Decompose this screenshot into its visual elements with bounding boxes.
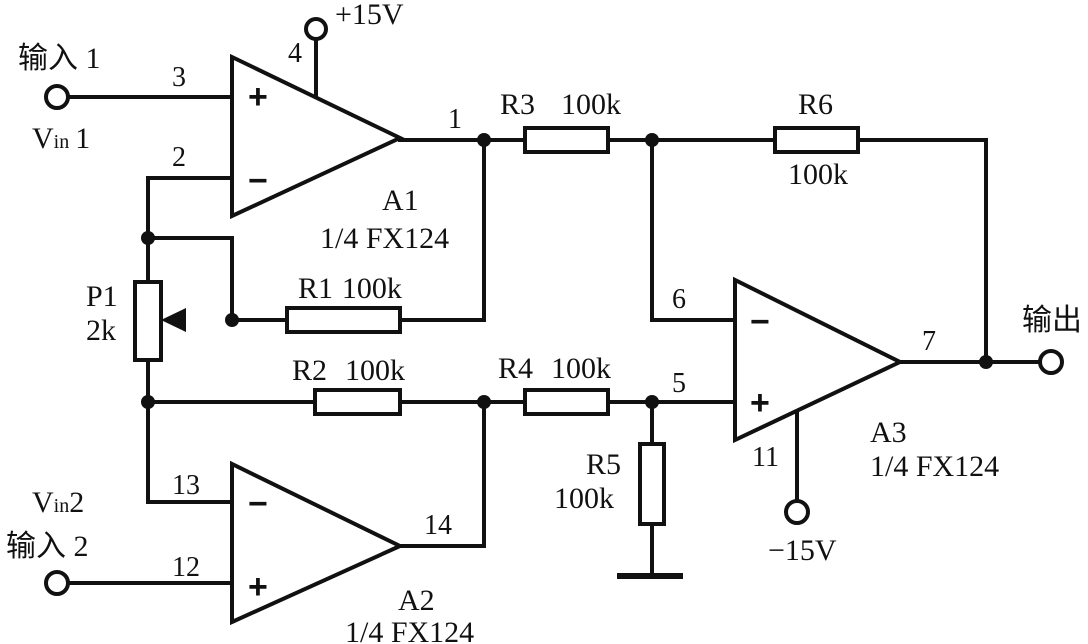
pin-6: 6: [672, 284, 686, 315]
a1-minus-sign: −: [248, 162, 268, 200]
a3-part: 1/4 FX124: [870, 450, 999, 483]
input1-label: 输入 1: [18, 42, 101, 75]
a1-name: A1: [382, 184, 419, 217]
a2-name: A2: [398, 584, 435, 617]
wire-pot-top-link: [146, 236, 234, 322]
input2-label: 输入 2: [6, 530, 89, 563]
p1-name: P1: [86, 280, 118, 313]
wire-r6-to-out: [856, 138, 988, 364]
terminal-output: [1038, 349, 1064, 375]
pot-wiper-arrow: [161, 308, 186, 332]
resistor-r4: [523, 388, 610, 416]
junction-a1-out: [477, 133, 491, 147]
a3-minus-sign: −: [750, 303, 770, 341]
junctions: [141, 133, 993, 409]
r1-name: R1: [298, 272, 332, 305]
resistor-r6: [773, 126, 860, 154]
a3-plus-sign: +: [750, 384, 770, 422]
a2-part: 1/4 FX124: [345, 616, 474, 644]
pin-3: 3: [172, 62, 186, 93]
vin1-main: V: [32, 122, 54, 155]
resistor-r3: [523, 126, 610, 154]
resistor-r2: [313, 388, 402, 416]
a3-name: A3: [870, 416, 907, 449]
pin-5: 5: [672, 368, 686, 399]
r3-name: R3: [500, 88, 535, 121]
opamp-a3: − +: [733, 276, 905, 444]
wire-a2-out: [398, 400, 486, 548]
resistor-r1: [285, 306, 402, 334]
r5-name: R5: [586, 448, 621, 481]
potentiometer-p1: [133, 280, 186, 362]
a2-minus-sign: −: [248, 485, 268, 523]
vin2-sub: in: [54, 495, 70, 517]
vin1-num: 1: [75, 122, 90, 155]
junction-pot-bottom: [141, 395, 155, 409]
pin-4: 4: [288, 38, 302, 69]
terminal-vminus: [784, 499, 810, 525]
r4-value: 100k: [551, 352, 611, 385]
wire-a1-feedback: [398, 138, 486, 322]
a2-plus-sign: +: [248, 568, 268, 606]
resistor-r5: [638, 442, 666, 526]
pin-11: 11: [752, 442, 779, 473]
r3-value: 100k: [561, 88, 621, 121]
pin-2: 2: [172, 142, 186, 173]
r6-name: R6: [798, 88, 833, 121]
r4-label: R4 100k: [498, 352, 611, 385]
r1-value: 100k: [342, 272, 402, 305]
vplus-label: +15V: [335, 0, 404, 31]
vin1-sub: in: [54, 131, 70, 153]
pin-12: 12: [172, 552, 200, 583]
junction-output: [979, 355, 993, 369]
r5-value: 100k: [554, 482, 614, 515]
vin2-label: Vin2: [32, 486, 84, 519]
junction-pot-top: [141, 231, 155, 245]
junction-r2-r4: [477, 395, 491, 409]
r1-label: R1 100k: [298, 272, 402, 305]
r4-name: R4: [498, 352, 533, 385]
opamp-a1: + −: [230, 53, 405, 220]
opamp-a2: − +: [230, 460, 405, 626]
junction-r3-r6: [645, 133, 659, 147]
terminal-in2: [44, 570, 70, 596]
r2-label: R2 100k: [292, 354, 405, 387]
pin-1: 1: [448, 104, 462, 135]
vin2-main: V: [32, 486, 54, 519]
output-label: 输出: [1022, 304, 1082, 337]
wire-a3-minus: [650, 138, 737, 322]
terminal-vplus: [304, 17, 328, 41]
wire-a1-minus: [146, 176, 234, 284]
a1-part: 1/4 FX124: [320, 222, 449, 255]
vminus-label: −15V: [768, 534, 837, 567]
r2-name: R2: [292, 354, 327, 387]
a1-plus-sign: +: [248, 78, 268, 116]
vin2-num: 2: [69, 486, 84, 519]
pin-7: 7: [922, 326, 936, 357]
pin-13: 13: [172, 470, 200, 501]
p1-value: 2k: [86, 314, 116, 347]
wires: [66, 38, 1042, 585]
r6-value: 100k: [788, 158, 848, 191]
terminal-in1: [44, 84, 70, 110]
junction-r4-r5: [645, 395, 659, 409]
junction-wiper: [225, 313, 239, 327]
pin-14: 14: [424, 510, 452, 541]
r3-label: R3 100k: [500, 88, 621, 121]
r2-value: 100k: [345, 354, 405, 387]
